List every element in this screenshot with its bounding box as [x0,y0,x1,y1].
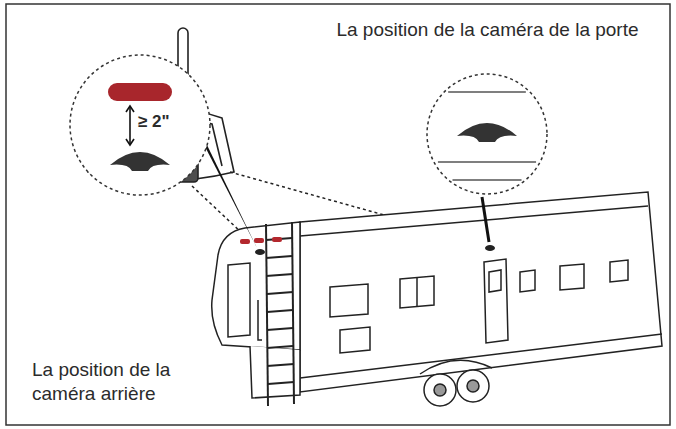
callout-caption: La position de la caméra de la porte [315,18,660,42]
wall-line [438,161,536,163]
arrowhead [126,139,134,145]
camera-dome [110,152,170,171]
callout-circle: La position de la caméra de la porte [315,16,660,201]
leader-line [198,133,257,248]
marker-lights [240,237,282,244]
frame [6,4,670,425]
wall-line [448,91,526,93]
ladder [266,222,294,406]
callout-caption: La position de la caméra arrière [32,358,232,406]
fifth-wheel-trailer [212,192,662,406]
callout-circle-outline [427,74,547,194]
camera-dome [457,123,517,142]
callout-content [438,92,536,180]
rear-camera [255,249,265,255]
dimension-label: ≥ 2" [138,111,170,132]
arrowhead [126,106,134,112]
wall-line [452,179,521,181]
callout-circle: ≥ 2" La position de la caméra arrière [20,45,260,417]
door-camera [485,245,495,251]
callout-circle-outline [70,55,210,195]
marker-light [108,83,172,101]
leader-line [482,197,489,242]
dimension-arrow [129,106,131,145]
callout-outline [315,16,660,201]
callout-content [108,83,172,171]
